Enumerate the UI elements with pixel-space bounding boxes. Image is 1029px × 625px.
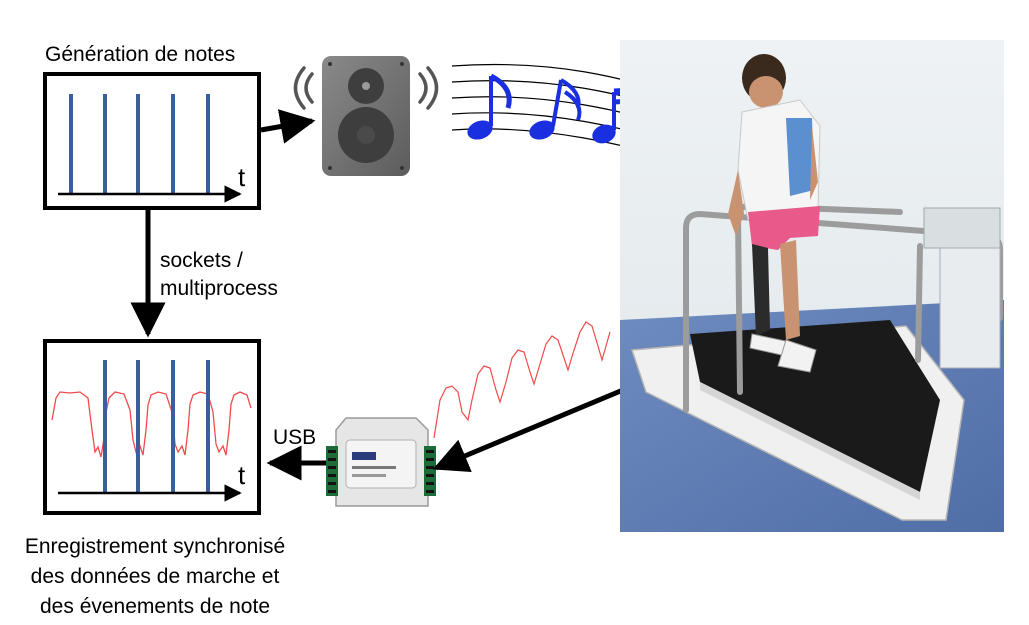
caption-line2: des données de marche et <box>30 565 280 588</box>
caption: Enregistrement synchronisé des données d… <box>0 532 310 622</box>
recording-box <box>43 339 261 515</box>
usb-label: USB <box>273 426 317 449</box>
note-event-markers <box>103 360 210 492</box>
time-axis-label: t <box>238 460 246 490</box>
arrow-to-speaker <box>260 109 316 144</box>
sound-waves-icon <box>293 66 439 110</box>
gait-signal-trace <box>51 391 252 458</box>
note-generation-box <box>43 72 261 210</box>
note-pulses <box>69 94 210 193</box>
speaker-icon <box>322 56 410 176</box>
sockets-label-line2: multiprocess <box>160 277 278 300</box>
daq-device-icon <box>326 417 436 507</box>
sockets-label: sockets / multiprocess <box>160 248 278 302</box>
caption-line3: des évenements de note <box>40 595 270 618</box>
time-axis-label: t <box>238 162 246 192</box>
sockets-label-line1: sockets / <box>160 249 243 272</box>
treadmill-photo <box>620 40 1004 532</box>
floating-gait-signal <box>433 321 611 439</box>
note-generation-title: Génération de notes <box>45 43 236 66</box>
caption-line1: Enregistrement synchronisé <box>24 535 286 558</box>
person-walking <box>728 54 821 373</box>
